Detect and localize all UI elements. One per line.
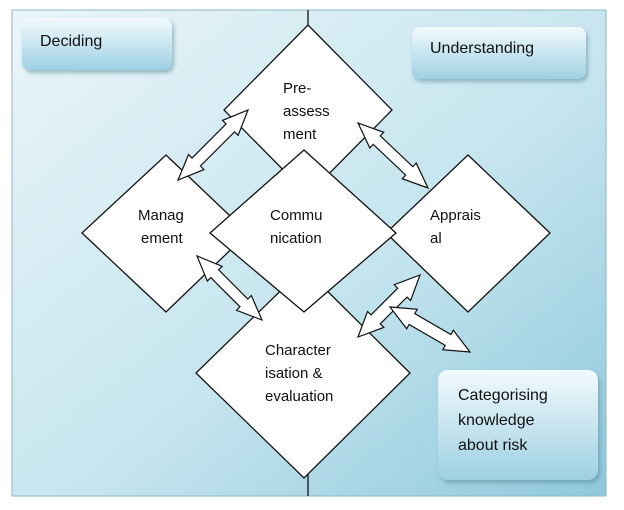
characterisation-node: Character isation & evaluation [195, 267, 411, 479]
appraisal-label-line-2: al [430, 230, 442, 247]
communication-label-line-2: nication [270, 230, 322, 247]
pre-assessment-label-line-2: assess [283, 103, 330, 120]
appraisal-node: Apprais al [385, 154, 551, 313]
deciding-box: Deciding [22, 18, 172, 70]
categorising-label-line-2: knowledge [458, 412, 535, 429]
characterisation-label-line-3: evaluation [265, 388, 333, 405]
categorising-label-line-1: Categorising [458, 387, 548, 404]
arrow-characterisation-categorising [388, 306, 472, 353]
categorising-label-line-3: about risk [458, 437, 528, 454]
understanding-box: Understanding [412, 27, 586, 79]
deciding-label: Deciding [40, 33, 102, 50]
arrow-management-preassessment [176, 108, 250, 182]
arrow-preassessment-appraisal [356, 121, 430, 190]
categorising-box: Categorising knowledge about risk [438, 370, 598, 480]
pre-assessment-label-line-1: Pre- [283, 80, 311, 97]
pre-assessment-label-line-3: ment [283, 126, 317, 143]
arrow-characterisation-appraisal [356, 273, 422, 339]
management-label-line-2: ement [141, 230, 184, 247]
communication-node: Commu nication [209, 149, 397, 313]
characterisation-label-line-2: isation & [265, 365, 323, 382]
characterisation-label-line-1: Character [265, 342, 331, 359]
understanding-label: Understanding [430, 40, 534, 57]
arrow-management-characterisation [195, 254, 264, 322]
appraisal-label-line-1: Apprais [430, 207, 481, 224]
communication-label-line-1: Commu [270, 207, 323, 224]
management-label-line-1: Manag [138, 207, 184, 224]
